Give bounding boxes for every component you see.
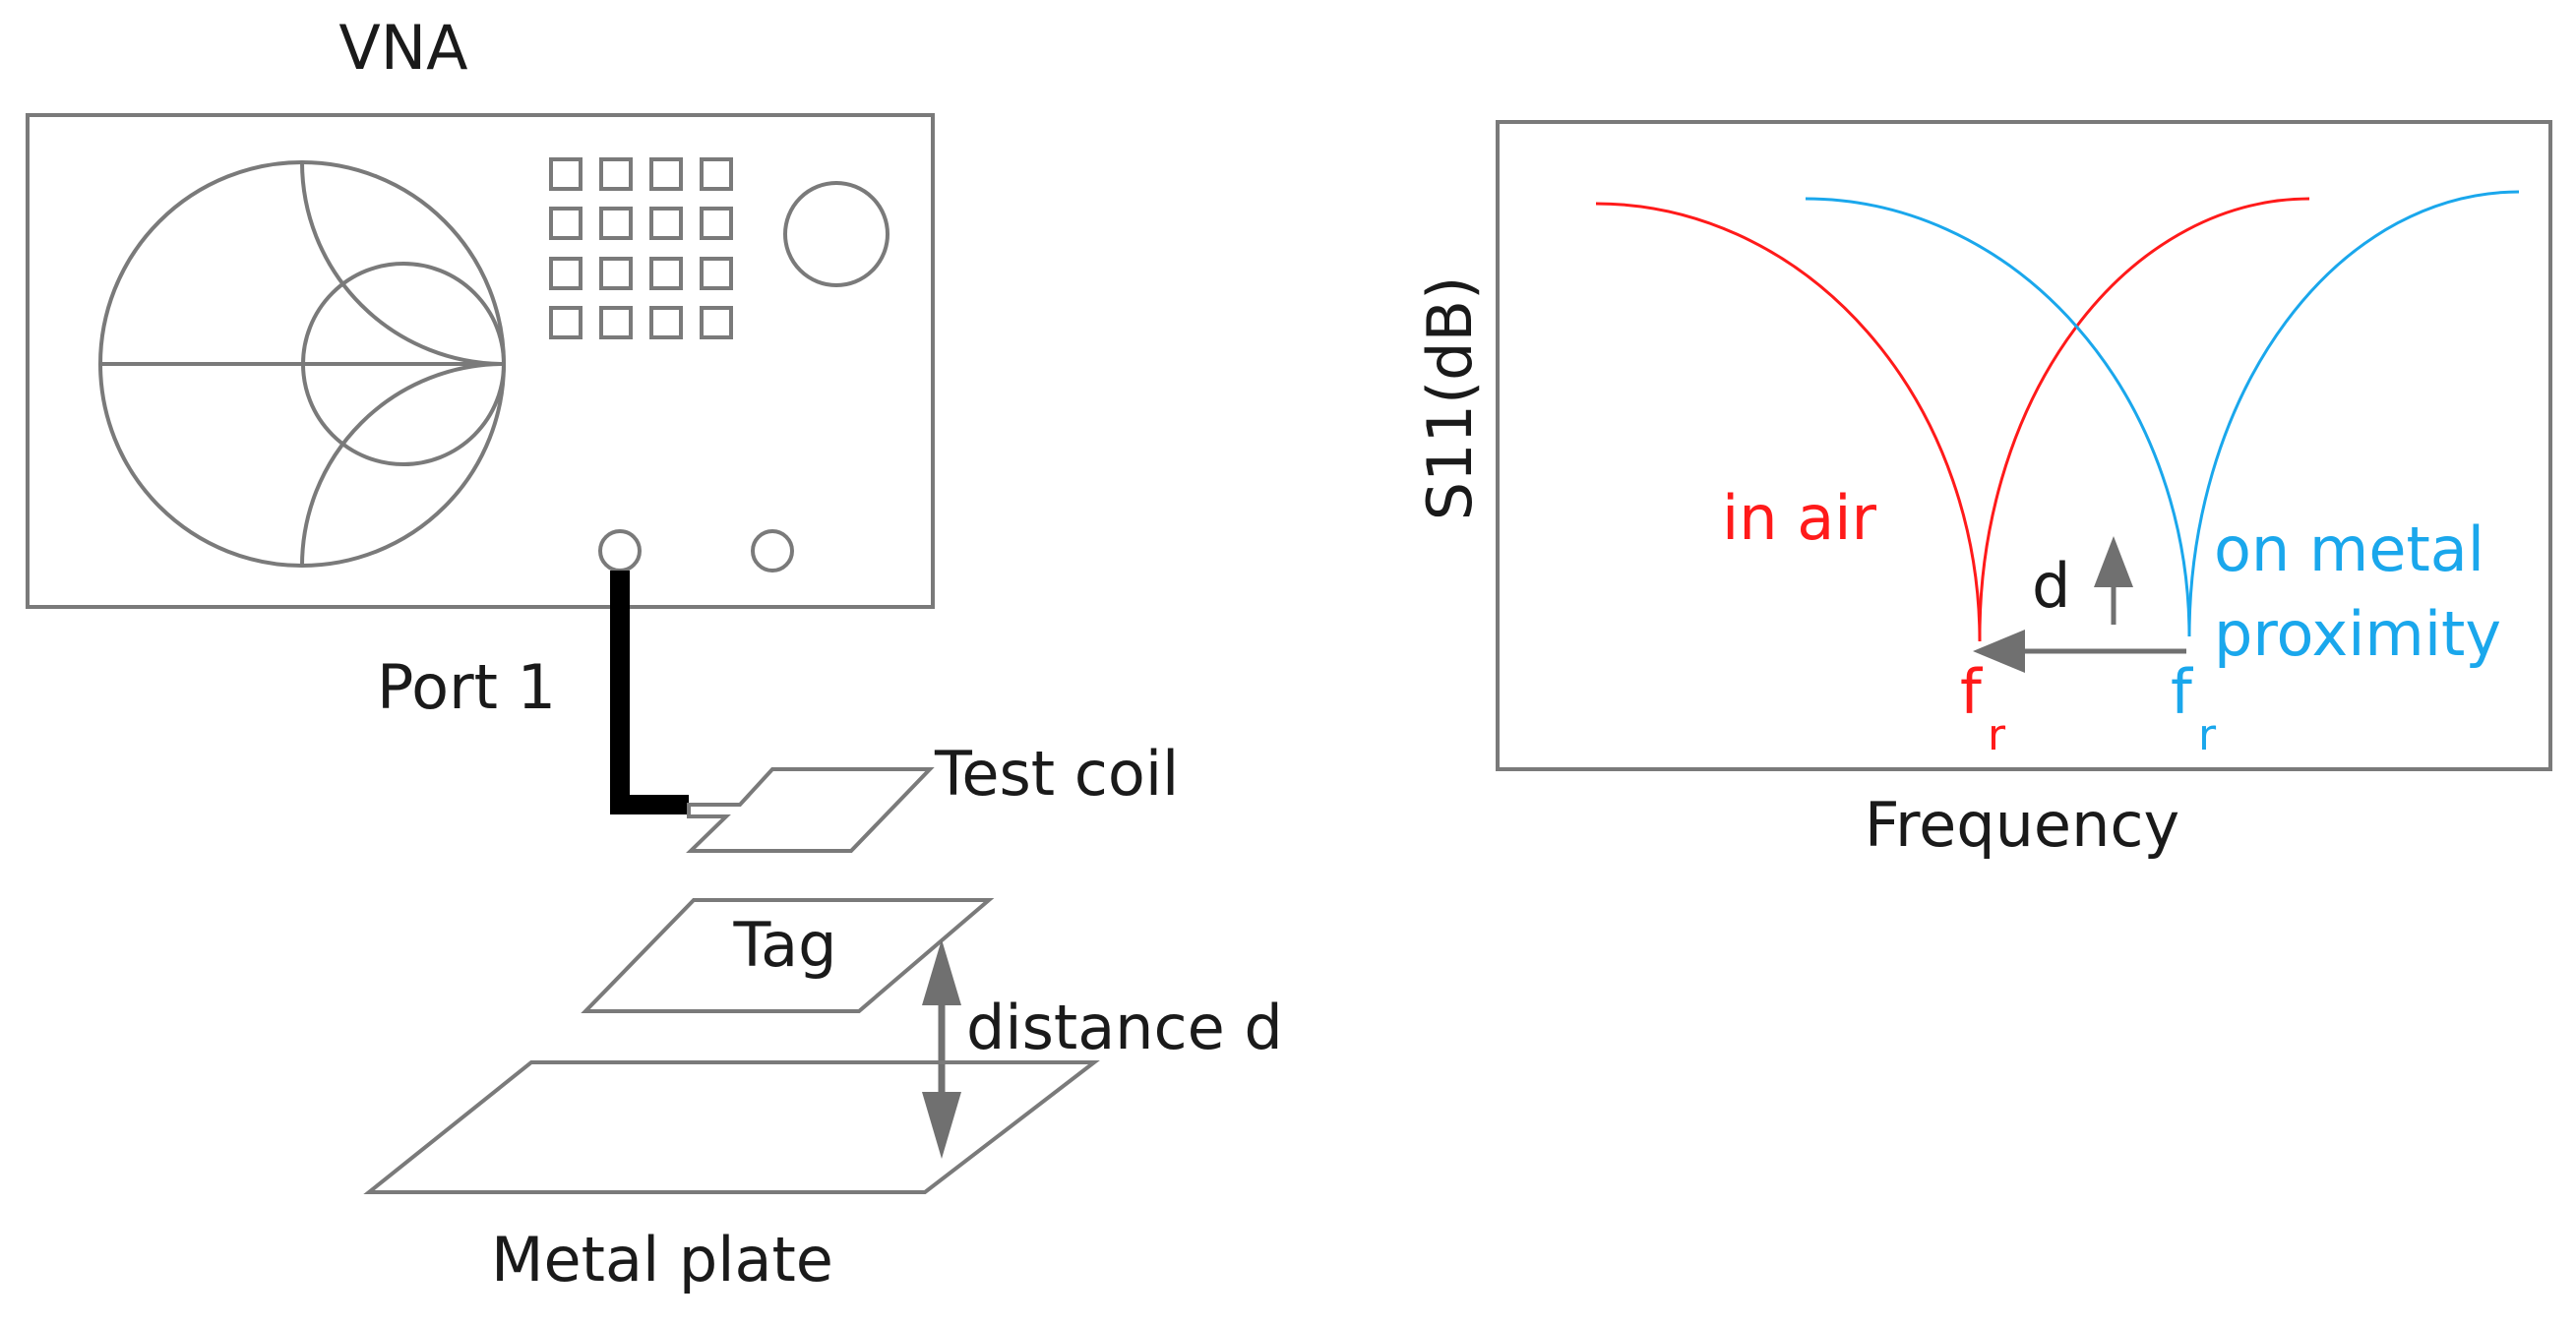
s11-shift-arrow	[2094, 536, 2133, 625]
svg-text:r: r	[1988, 710, 2006, 760]
svg-text:f: f	[1960, 656, 1984, 728]
on-metal-curve	[1805, 190, 2520, 637]
vna-instrument	[26, 113, 935, 609]
shift-label: d	[2032, 550, 2070, 622]
distance-label: distance d	[966, 992, 1283, 1063]
tag	[581, 898, 995, 1013]
metal-plate	[363, 1060, 1100, 1194]
test-coil	[686, 767, 935, 853]
plot-frame	[1496, 120, 2552, 771]
fr-air-label: f r	[1960, 656, 2006, 760]
distance-arrow	[922, 939, 961, 1159]
y-axis-label: S11(dB)	[1414, 276, 1486, 521]
tag-label: Tag	[733, 909, 837, 981]
frequency-shift-arrow	[1973, 630, 2186, 673]
vna-keypad	[549, 157, 733, 339]
vna-knob	[783, 181, 889, 287]
test-coil-label: Test coil	[934, 738, 1179, 810]
on-metal-label-line-1: on metal	[2214, 513, 2484, 585]
svg-text:f: f	[2171, 656, 2194, 728]
fr-metal-label: f r	[2171, 656, 2217, 760]
x-axis-label: Frequency	[1865, 789, 2179, 861]
port-1-label: Port 1	[377, 651, 556, 723]
smith-chart-icon	[98, 160, 506, 568]
in-air-label: in air	[1722, 482, 1876, 554]
metal-plate-label: Metal plate	[491, 1224, 833, 1296]
port-1-connector	[598, 529, 642, 573]
svg-text:r: r	[2198, 710, 2217, 760]
port-cable	[610, 571, 689, 814]
in-air-curve	[1595, 197, 2310, 642]
port-2-connector	[751, 529, 794, 573]
vna-label: VNA	[338, 12, 467, 84]
on-metal-label-line-2: proximity	[2214, 598, 2501, 670]
